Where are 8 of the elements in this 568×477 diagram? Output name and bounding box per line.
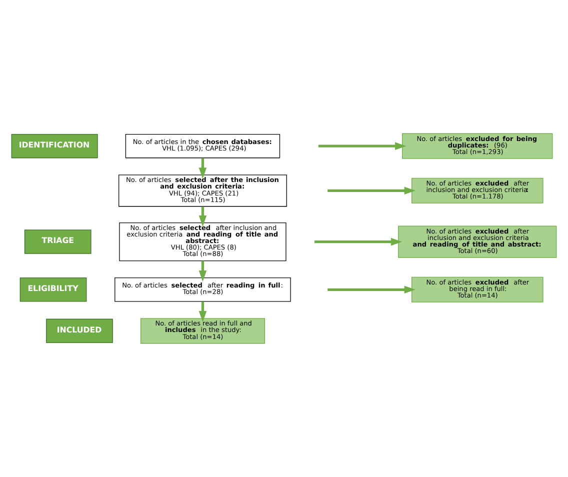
arrow [198, 158, 207, 179]
arrow [314, 238, 402, 246]
arrow [328, 286, 416, 294]
arrow [328, 186, 416, 195]
arrow [198, 206, 207, 227]
arrow [318, 142, 406, 150]
arrow [198, 302, 207, 322]
arrow [198, 260, 207, 282]
